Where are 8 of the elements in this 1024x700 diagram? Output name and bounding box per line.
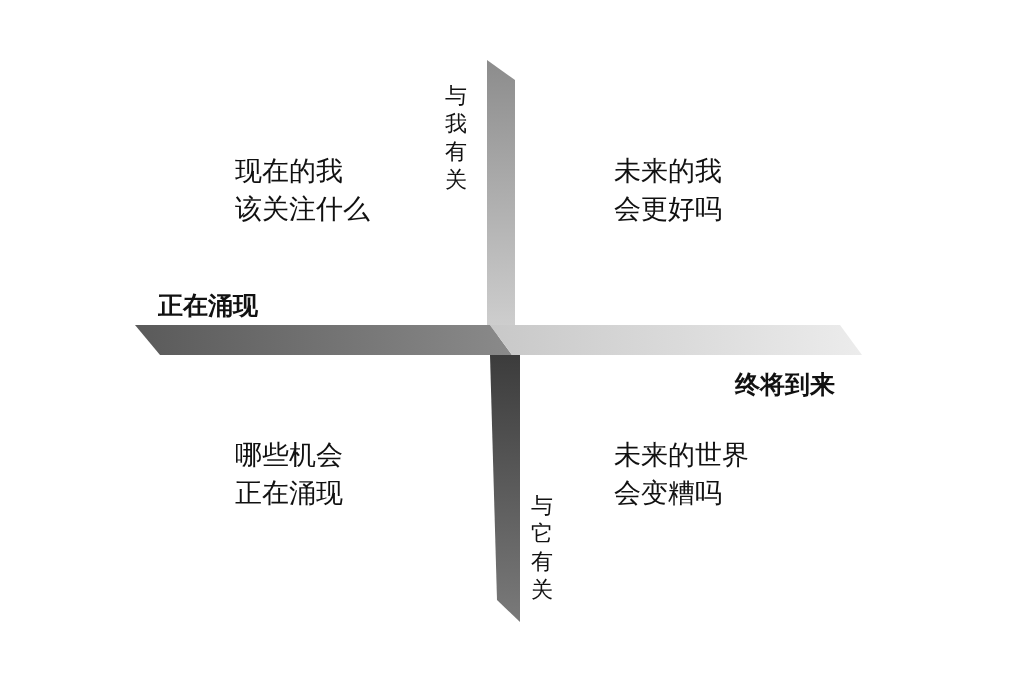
quadrant-text: 现在的我该关注什么 (235, 154, 371, 226)
axis-label: 正在涌现 (158, 290, 258, 322)
quadrant-text: 未来的世界会变糟吗 (614, 438, 750, 510)
axis-label: 与我有关 (444, 82, 468, 194)
axis-label: 终将到来 (735, 369, 835, 401)
axis-label: 与它有关 (530, 492, 554, 604)
quadrant-text: 未来的我会更好吗 (614, 154, 723, 226)
quadrant-text: 哪些机会正在涌现 (235, 438, 344, 510)
